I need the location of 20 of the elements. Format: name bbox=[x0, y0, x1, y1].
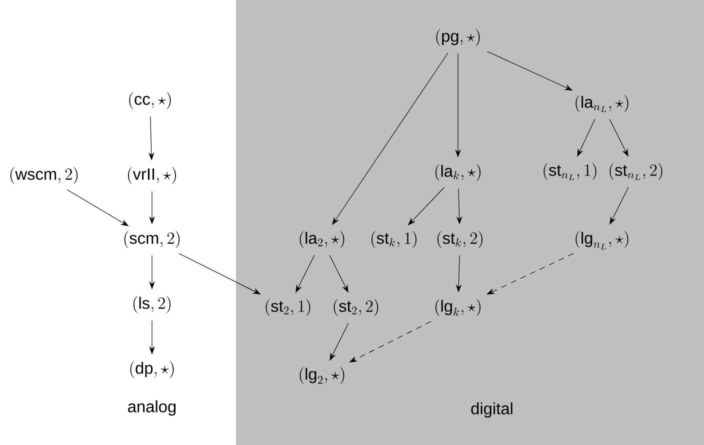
state-label: $(\mathrm{lg}_{k},\star)$ bbox=[436, 299, 480, 316]
state-label: $(\mathrm{dp},\star)$ bbox=[130, 361, 174, 378]
state-label: $(\mathrm{la}_{n_L},\star)$ bbox=[576, 95, 628, 112]
state-label: $(\mathrm{st}_{k},2)$ bbox=[438, 231, 482, 248]
state-label: $(\mathrm{lg}_{n_L},\star)$ bbox=[576, 231, 628, 250]
state-label: $(\mathrm{pg},\star)$ bbox=[436, 29, 480, 46]
state-label: $(\mathrm{wscm},2)$ bbox=[10, 167, 78, 184]
state-label: $(\mathrm{st}_{k},1)$ bbox=[372, 231, 416, 248]
state-label: $(\mathrm{st}_{2},1)$ bbox=[266, 299, 310, 316]
state-label: $(\mathrm{ls},2)$ bbox=[133, 296, 170, 313]
state-label: $(\mathrm{scm},2)$ bbox=[124, 231, 180, 248]
state-label: $(\mathrm{cc},\star)$ bbox=[129, 92, 171, 109]
state-label: $(\mathrm{vrII},\star)$ bbox=[128, 167, 176, 184]
state-label: $(\mathrm{lg}_{2},\star)$ bbox=[300, 367, 344, 384]
state-label: $(\mathrm{la}_{k},\star)$ bbox=[436, 164, 480, 181]
region-label: analog bbox=[128, 400, 176, 416]
state-label: $(\mathrm{st}_{n_L},1)$ bbox=[544, 163, 596, 180]
state-label: $(\mathrm{la}_{2},\star)$ bbox=[300, 231, 344, 248]
state-label: $(\mathrm{st}_{2},2)$ bbox=[334, 299, 378, 316]
state-label: $(\mathrm{st}_{n_L},2)$ bbox=[610, 163, 662, 180]
